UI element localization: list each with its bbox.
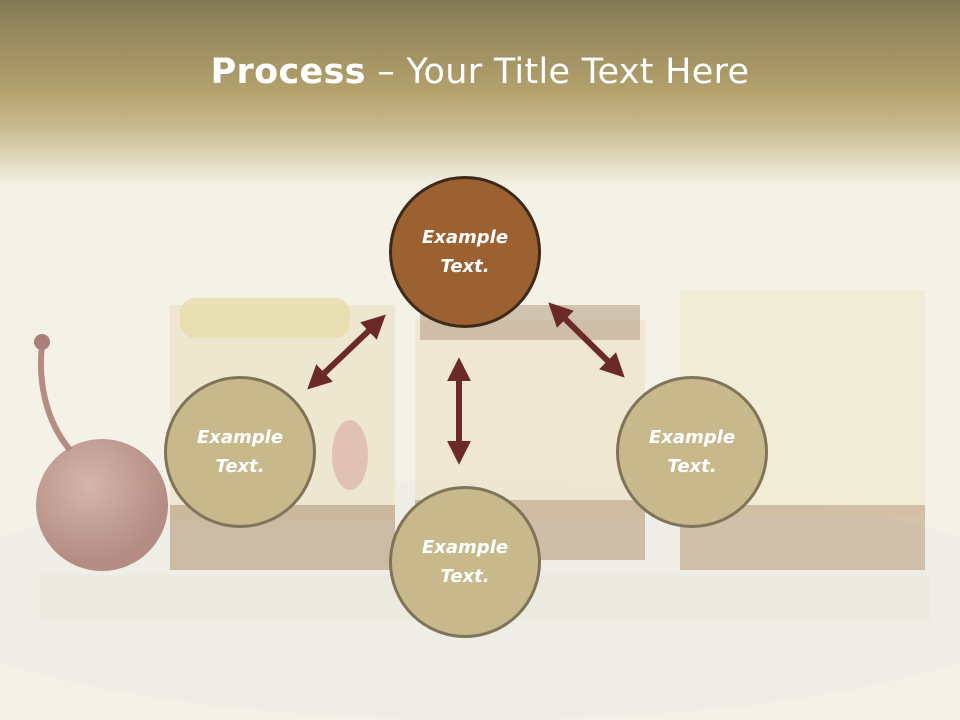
circle-top: Example Text.: [389, 176, 541, 328]
circle-top-text: Example Text.: [421, 227, 509, 277]
circle-bottom-text: Example Text.: [421, 537, 509, 587]
arrow-top-left: [307, 314, 386, 390]
title-rest: – Your Title Text Here: [365, 52, 750, 92]
circle-right: Example Text.: [616, 376, 768, 528]
title-bold: Process: [210, 52, 366, 92]
circle-left: Example Text.: [164, 376, 316, 528]
circle-left-text: Example Text.: [196, 427, 284, 477]
arrow-top-right: [548, 302, 625, 378]
slide-title: Process – Your Title Text Here: [0, 52, 960, 92]
circle-right-text: Example Text.: [648, 427, 736, 477]
circle-bottom: Example Text.: [389, 486, 541, 638]
